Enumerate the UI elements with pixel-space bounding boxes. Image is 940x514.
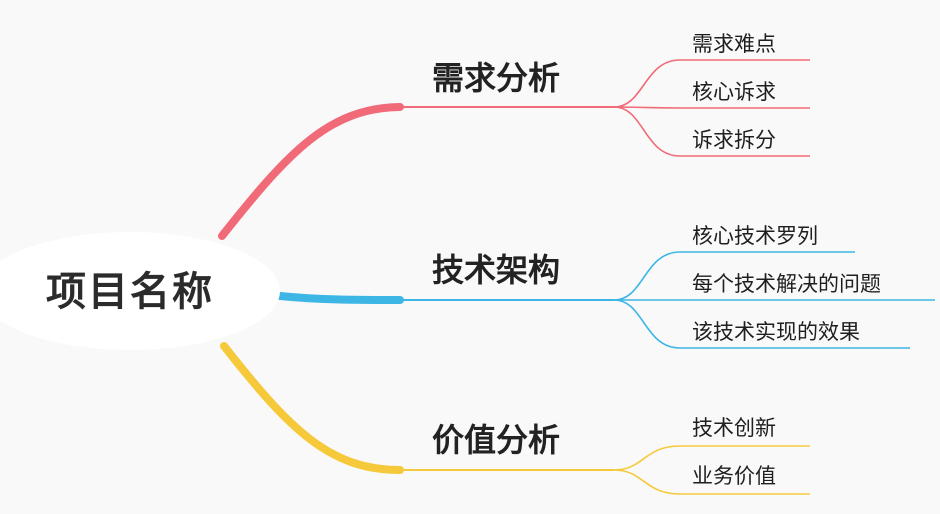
leaf-connector-requirements-1 <box>613 106 810 109</box>
branch-label-value: 价值分析 <box>432 421 561 459</box>
leaf-connector-value-0 <box>613 445 810 471</box>
root-node-label: 项目名称 <box>46 269 214 315</box>
branch-connector-requirements <box>218 103 404 240</box>
leaf-label-core-tech-list: 核心技术罗列 <box>692 224 818 248</box>
leaf-connector-architecture-2 <box>613 299 910 349</box>
branch-connector-architecture <box>276 292 404 304</box>
leaf-label-tech-effects: 该技术实现的效果 <box>692 320 860 344</box>
leaf-label-tech-innovation: 技术创新 <box>692 416 776 440</box>
leaf-label-demand-breakdown: 诉求拆分 <box>692 128 776 152</box>
leaf-connector-requirements-2 <box>613 106 810 157</box>
branch-label-requirements: 需求分析 <box>432 59 561 97</box>
leaf-label-business-value: 业务价值 <box>692 464 776 488</box>
leaf-connector-requirements-0 <box>613 59 810 108</box>
branch-label-architecture: 技术架构 <box>432 251 561 289</box>
root-node-bubble <box>0 232 280 350</box>
leaf-connector-architecture-0 <box>613 251 855 301</box>
leaf-label-requirement-difficulties: 需求难点 <box>692 32 776 56</box>
branch-connector-value <box>220 342 404 474</box>
leaf-label-core-demands: 核心诉求 <box>692 80 776 104</box>
leaf-label-tech-problems-solved: 每个技术解决的问题 <box>692 272 881 296</box>
leaf-connector-value-1 <box>613 469 810 495</box>
